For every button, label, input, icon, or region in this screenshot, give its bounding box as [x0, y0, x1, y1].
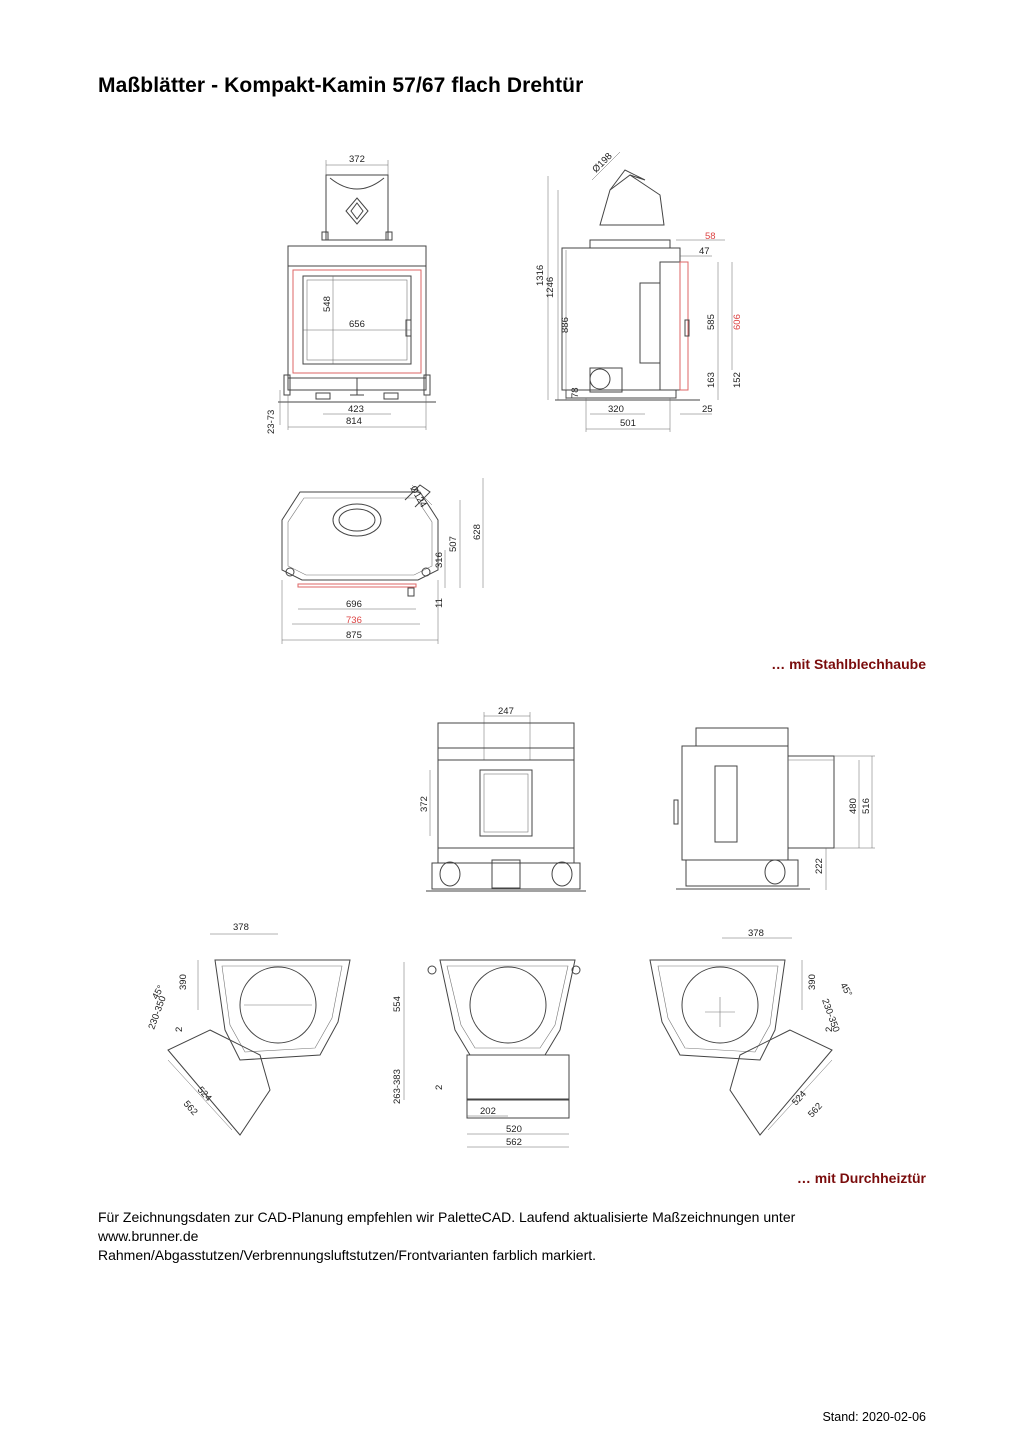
dim-side-25: 25: [702, 404, 713, 415]
dim-front-548: 548: [322, 296, 333, 312]
dim-pm-202: 202: [480, 1106, 496, 1117]
dim-hood-222: 222: [814, 858, 825, 874]
section-label-stahlblechhaube: … mit Stahlblechhaube: [771, 656, 926, 672]
dim-front-423: 423: [348, 404, 364, 415]
dim-side-585: 585: [706, 314, 717, 330]
dim-front-23-73: 23-73: [266, 410, 277, 434]
dim-pr-390: 390: [807, 974, 818, 990]
dim-hood-480: 480: [848, 798, 859, 814]
dim-pl-378: 378: [233, 922, 249, 933]
dim-hood-247: 247: [498, 706, 514, 717]
dim-pm-554: 554: [392, 996, 403, 1012]
dim-side-47: 47: [699, 246, 710, 257]
dim-pr-378: 378: [748, 928, 764, 939]
dim-top-124: Ø124: [407, 484, 428, 510]
hood-front-drawing: 247 372: [419, 706, 586, 892]
dim-hood-516: 516: [861, 798, 872, 814]
dim-pr-45: 45°: [837, 981, 854, 999]
dim-pm-520: 520: [506, 1124, 522, 1135]
side-view-drawing: Ø198 1316 1246 886 78 58 47 585 606 163 …: [535, 151, 743, 432]
dim-pl-230350: 230-350: [146, 994, 168, 1031]
dim-top-628: 628: [472, 524, 483, 540]
footnote: Für Zeichnungsdaten zur CAD-Planung empf…: [98, 1208, 928, 1265]
dim-pm-2: 2: [434, 1085, 445, 1090]
dim-pl-2: 2: [174, 1027, 185, 1032]
hood-side-drawing: 480 516 222: [673, 727, 875, 890]
dim-top-11: 11: [434, 598, 445, 608]
dim-pr-562: 562: [806, 1101, 825, 1120]
dim-pm-562: 562: [506, 1137, 522, 1148]
dim-side-1316: 1316: [535, 265, 546, 286]
dim-side-606: 606: [732, 314, 743, 330]
section-label-durchheiztuer: … mit Durchheiztür: [796, 1170, 926, 1186]
dim-top-696: 696: [346, 599, 362, 610]
dim-side-320: 320: [608, 404, 624, 415]
dim-pm-263383: 263-383: [392, 1069, 403, 1104]
dim-front-814: 814: [346, 416, 362, 427]
dim-top-316: 316: [434, 552, 445, 568]
dim-top-507: 507: [448, 536, 459, 552]
footnote-line-2: www.brunner.de: [98, 1228, 199, 1244]
dim-pr-2: 2: [824, 1027, 835, 1032]
dim-front-372: 372: [349, 154, 365, 165]
plan-mid-drawing: 554 263-383 2 202 520 562: [392, 959, 581, 1148]
dim-top-736: 736: [346, 615, 362, 626]
dim-side-163: 163: [706, 372, 717, 388]
plan-left-drawing: 378 390 45° 230-350 2 524 562: [146, 922, 351, 1136]
front-view-drawing: 372 548 656 423 814 23-73: [266, 154, 436, 434]
page-title: Maßblätter - Kompakt-Kamin 57/67 flach D…: [98, 74, 584, 97]
dim-pl-390: 390: [178, 974, 189, 990]
footnote-line-1: Für Zeichnungsdaten zur CAD-Planung empf…: [98, 1209, 796, 1225]
dim-side-501: 501: [620, 418, 636, 429]
footnote-line-3: Rahmen/Abgasstutzen/Verbrennungsluftstut…: [98, 1247, 597, 1263]
dim-hood-372: 372: [419, 796, 430, 812]
dim-front-656: 656: [349, 319, 365, 330]
stand-date: Stand: 2020-02-06: [822, 1410, 926, 1424]
dim-side-78: 78: [570, 387, 581, 398]
dim-side-198: Ø198: [590, 151, 614, 175]
dim-pl-562: 562: [181, 1099, 200, 1118]
dim-side-886: 886: [560, 317, 571, 333]
plan-right-drawing: 378 390 45° 230-350 2 524 562: [649, 928, 854, 1136]
dim-pr-524: 524: [790, 1089, 809, 1108]
top-view-drawing: Ø124 628 507 316 11 696 736 875: [281, 478, 484, 644]
dim-side-1246: 1246: [545, 277, 556, 298]
dim-top-875: 875: [346, 630, 362, 641]
dim-side-152: 152: [732, 372, 743, 388]
dim-side-58: 58: [705, 231, 716, 242]
